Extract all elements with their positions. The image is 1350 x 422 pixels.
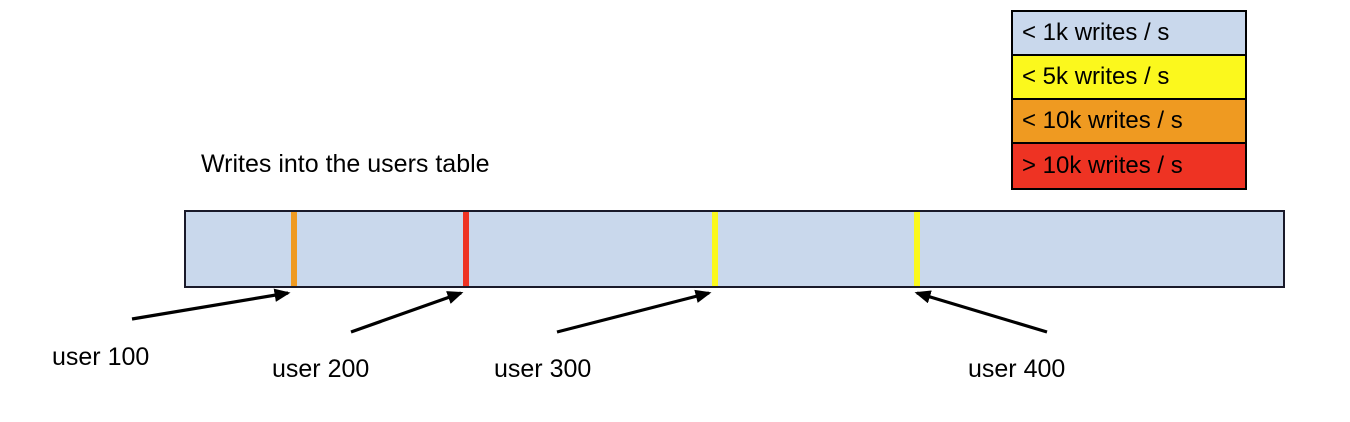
arrow-user-300 [556,289,712,334]
arrow-user-400 [914,290,1048,334]
legend-row-lt-10k: < 10k writes / s [1013,100,1245,144]
legend-row-gt-10k: > 10k writes / s [1013,144,1245,188]
pointer-label-user-300: user 300 [494,355,592,383]
band-user-100 [291,212,297,286]
arrow-user-200 [350,291,464,334]
legend-label-lt-1k: < 1k writes / s [1022,19,1170,46]
legend-label-lt-5k: < 5k writes / s [1022,63,1170,90]
arrow-user-100 [131,288,291,321]
band-user-300 [712,212,718,286]
chart-title: Writes into the users table [201,150,490,178]
legend-row-lt-1k: < 1k writes / s [1013,12,1245,56]
users-table-bar [184,210,1285,288]
legend-label-gt-10k: > 10k writes / s [1022,152,1183,179]
legend-label-lt-10k: < 10k writes / s [1022,107,1183,134]
band-user-400 [914,212,920,286]
pointer-label-user-400: user 400 [968,355,1066,383]
pointer-label-user-100: user 100 [52,343,150,371]
band-user-200 [463,212,469,286]
write-rate-legend: < 1k writes / s < 5k writes / s < 10k wr… [1011,10,1247,190]
pointer-label-user-200: user 200 [272,355,370,383]
legend-row-lt-5k: < 5k writes / s [1013,56,1245,100]
